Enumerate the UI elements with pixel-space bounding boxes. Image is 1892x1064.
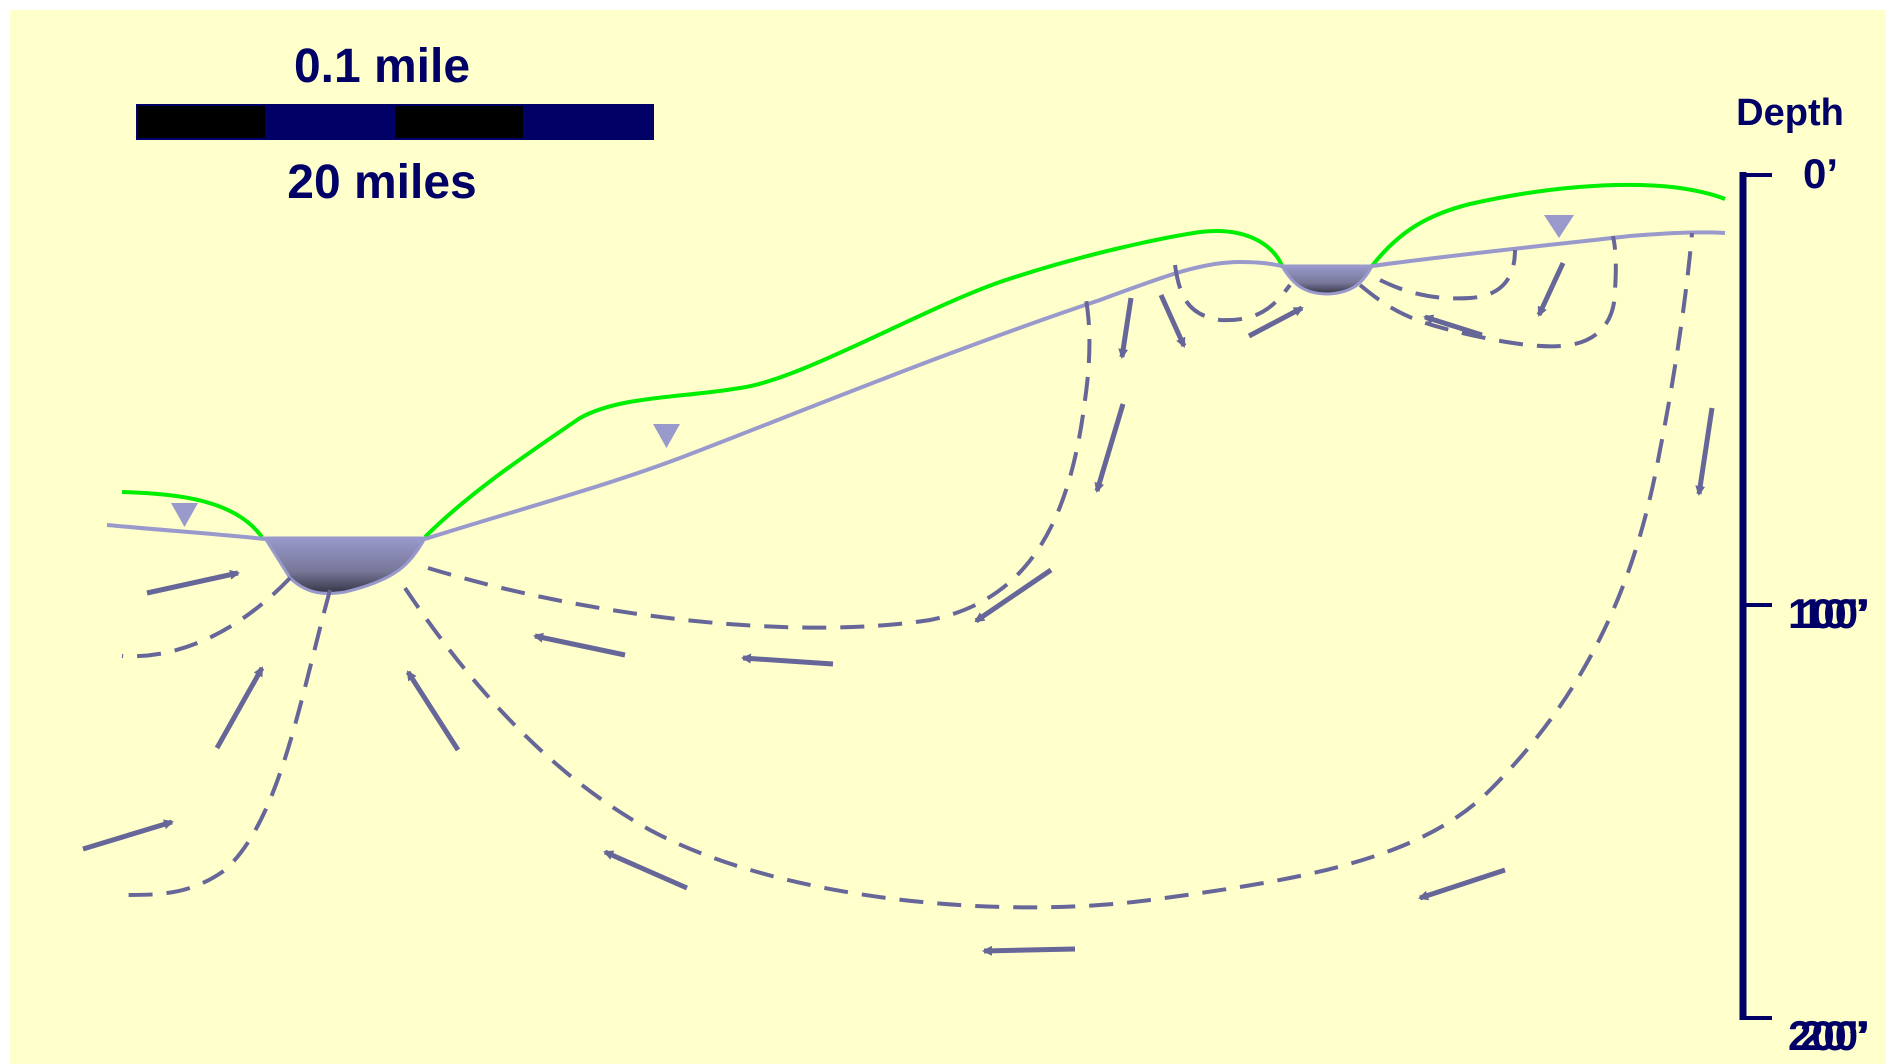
scale-segment-3 (395, 105, 523, 139)
down-triangle-icon (653, 424, 680, 448)
flow-arrow (1094, 403, 1126, 493)
flow-paths (121, 232, 1694, 910)
flow-arrow (405, 670, 461, 752)
flow-arrow (214, 666, 265, 750)
depth-tick-label-0: 0’ (1803, 150, 1838, 197)
down-triangle-icon (1544, 215, 1574, 238)
flow-arrow (1418, 867, 1506, 901)
flow-arrow (741, 653, 834, 667)
down-triangle-icon (171, 503, 198, 527)
flow-path (427, 289, 1092, 630)
flow-path (1358, 235, 1618, 349)
flow-arrow (603, 849, 689, 891)
flow-path (1379, 249, 1517, 301)
flow-arrow (1695, 407, 1715, 496)
depth-tick-label-200: 200’ (1788, 1012, 1870, 1059)
depth-tick-label-10: 10” (1800, 590, 1868, 637)
flow-arrow (1158, 293, 1187, 348)
scale-bar-outline (136, 104, 654, 140)
depth-tick-label-20: 20” (1800, 1012, 1868, 1059)
scale-bottom-label: 20 miles (287, 156, 476, 209)
flow-arrow (1118, 297, 1134, 359)
flow-path (1173, 264, 1292, 323)
flow-arrows (82, 261, 1715, 956)
water-table-line (106, 230, 1726, 541)
scale-segment-1 (137, 105, 265, 139)
scale-segment-4 (523, 105, 653, 139)
scale-segment-2 (265, 105, 395, 139)
depth-axis: Depth 0’ 100’ 10” 200’ 20” (1736, 92, 1870, 1059)
scale-top-label: 0.1 mile (294, 40, 470, 93)
right-stream (1279, 264, 1375, 296)
depth-axis-title: Depth (1736, 92, 1844, 134)
flow-arrow (533, 632, 626, 658)
flow-arrow (974, 567, 1053, 624)
flow-path (121, 576, 292, 659)
depth-tick-label-100: 100’ (1788, 590, 1870, 637)
flow-arrow (146, 569, 240, 596)
flow-arrow (82, 819, 174, 852)
flow-arrow (1247, 305, 1304, 339)
flow-arrow (1423, 314, 1483, 338)
land-surface-line (121, 182, 1726, 539)
flow-path (403, 232, 1694, 910)
flow-arrow (1536, 261, 1566, 317)
flow-arrow (982, 945, 1076, 956)
scale-bar: 0.1 mile 20 miles (136, 40, 654, 209)
left-stream (262, 536, 428, 595)
flow-path (121, 589, 332, 897)
